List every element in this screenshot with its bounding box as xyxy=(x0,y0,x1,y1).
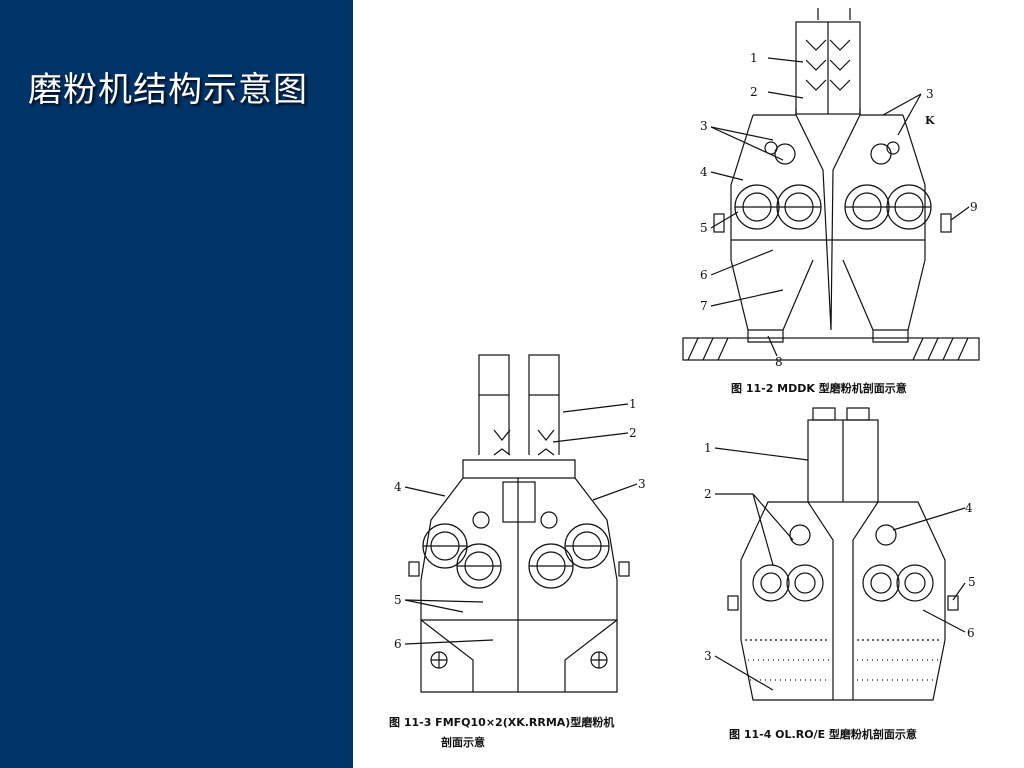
figure-olro-labels: 1 2 3 4 5 6 xyxy=(704,441,976,663)
mddk-label-3-left: 3 xyxy=(700,119,708,133)
figure-fmfq-drawing xyxy=(404,354,638,693)
olro-label-5: 5 xyxy=(968,575,976,589)
title-sidebar: 磨粉机结构示意图 xyxy=(0,0,353,768)
olro-caption: 图 11-4 OL.RO/E 型磨粉机剖面示意 xyxy=(729,727,917,741)
fmfq-label-3: 3 xyxy=(638,477,646,491)
mddk-label-4: 4 xyxy=(700,165,708,179)
figure-mddk-drawing xyxy=(682,8,980,361)
fmfq-label-2: 2 xyxy=(629,426,637,440)
figure-mddk-labels: 1 2 3 3 K 4 5 6 7 8 9 xyxy=(700,51,978,369)
mddk-label-8: 8 xyxy=(775,355,783,369)
diagram-svg: 1 2 3 3 K 4 5 6 7 8 9 图 11-2 MDDK 型磨粉机剖面… xyxy=(389,8,980,749)
mddk-label-5: 5 xyxy=(700,221,708,235)
fmfq-label-5: 5 xyxy=(394,593,402,607)
olro-label-3: 3 xyxy=(704,649,712,663)
fmfq-label-4: 4 xyxy=(394,480,402,494)
fmfq-caption-line2: 剖面示意 xyxy=(441,735,485,749)
olro-label-4: 4 xyxy=(965,501,973,515)
diagram-area: 1 2 3 3 K 4 5 6 7 8 9 图 11-2 MDDK 型磨粉机剖面… xyxy=(353,0,1024,768)
mddk-label-1: 1 xyxy=(750,51,758,65)
mddk-label-2: 2 xyxy=(750,85,758,99)
olro-label-6: 6 xyxy=(967,626,975,640)
slide-title: 磨粉机结构示意图 xyxy=(28,70,308,110)
figure-olro-drawing xyxy=(714,407,966,701)
fmfq-label-1: 1 xyxy=(629,397,637,411)
olro-label-2: 2 xyxy=(704,487,712,501)
mddk-label-9: 9 xyxy=(970,200,978,214)
olro-label-1: 1 xyxy=(704,441,712,455)
mddk-label-6: 6 xyxy=(700,268,708,282)
mddk-caption: 图 11-2 MDDK 型磨粉机剖面示意 xyxy=(731,381,907,395)
mddk-label-7: 7 xyxy=(700,299,708,313)
fmfq-label-6: 6 xyxy=(394,637,402,651)
figure-fmfq-labels: 1 2 3 4 5 6 xyxy=(394,397,646,651)
mddk-label-k: K xyxy=(925,114,935,127)
fmfq-caption-line1: 图 11-3 FMFQ10×2(XK.RRMA)型磨粉机 xyxy=(389,715,614,729)
mddk-label-3-right: 3 xyxy=(926,87,934,101)
